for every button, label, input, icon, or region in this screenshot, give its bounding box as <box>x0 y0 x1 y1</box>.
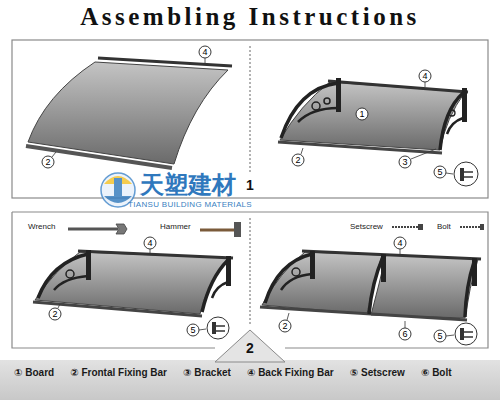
awning-assembly <box>33 249 233 339</box>
part-name: ⑤ Setscrew <box>350 366 405 379</box>
callout-circle <box>394 237 406 249</box>
callout-number: 4 <box>394 237 406 249</box>
callout-circle <box>434 330 446 342</box>
callout-circle <box>144 237 156 249</box>
part-name: ⑥ Bolt <box>421 366 452 379</box>
callout-circle <box>49 308 61 320</box>
divider-line <box>250 46 251 172</box>
part-name: ② Frontal Fixing Bar <box>70 366 167 379</box>
tool-name: Bolt <box>437 222 451 232</box>
callout-circle <box>419 70 431 82</box>
watermark: TIANSU BUILDING MATERIALS <box>128 200 252 209</box>
callout-number: 3 <box>399 156 411 168</box>
callout-number: 6 <box>399 328 411 340</box>
awning-assembly <box>278 78 478 186</box>
tool-name: Setscrew <box>350 222 383 232</box>
parts-strip <box>0 360 500 400</box>
tool-name: Hammer <box>160 222 191 232</box>
step-number: 1 <box>246 177 254 193</box>
panel-frame <box>12 40 488 198</box>
part-name: ① Board <box>14 366 54 379</box>
callout-number: 4 <box>419 70 431 82</box>
parts-list: ① Board ② Frontal Fixing Bar ③ Bracket ④ Ba… <box>14 366 488 379</box>
callout-number: 2 <box>292 154 304 166</box>
callout-circle <box>279 320 291 332</box>
awning-assembly <box>260 249 481 345</box>
divider-line <box>250 218 251 326</box>
callout-number: 5 <box>434 166 446 178</box>
callout-number: 5 <box>187 324 199 336</box>
callout-circle <box>42 156 54 168</box>
callout-number: 4 <box>144 237 156 249</box>
callout-number: 5 <box>434 330 446 342</box>
callout-circle <box>399 156 411 168</box>
tool-name: Wrench <box>28 222 55 232</box>
panel-frame <box>12 212 488 348</box>
watermark: 天塑建材 <box>140 172 236 198</box>
part-name: ③ Bracket <box>183 366 231 379</box>
step-number: 2 <box>246 340 254 356</box>
callout-number: 2 <box>49 308 61 320</box>
page-title: Assembling Instructions <box>0 2 500 32</box>
callout-circle <box>292 154 304 166</box>
callout-number: 2 <box>279 320 291 332</box>
step-tab <box>215 330 285 362</box>
callout-circle <box>434 166 446 178</box>
part-name: ④ Back Fixing Bar <box>247 366 334 379</box>
callout-number: 1 <box>356 108 368 120</box>
callout-number: 2 <box>42 156 54 168</box>
tool-icons <box>68 222 484 237</box>
callout-number: 4 <box>199 46 211 58</box>
callout-circle <box>399 328 411 340</box>
callout-circle <box>187 324 199 336</box>
callout-circle <box>356 108 368 120</box>
awning-parts <box>26 58 232 168</box>
callout-circle <box>199 46 211 58</box>
